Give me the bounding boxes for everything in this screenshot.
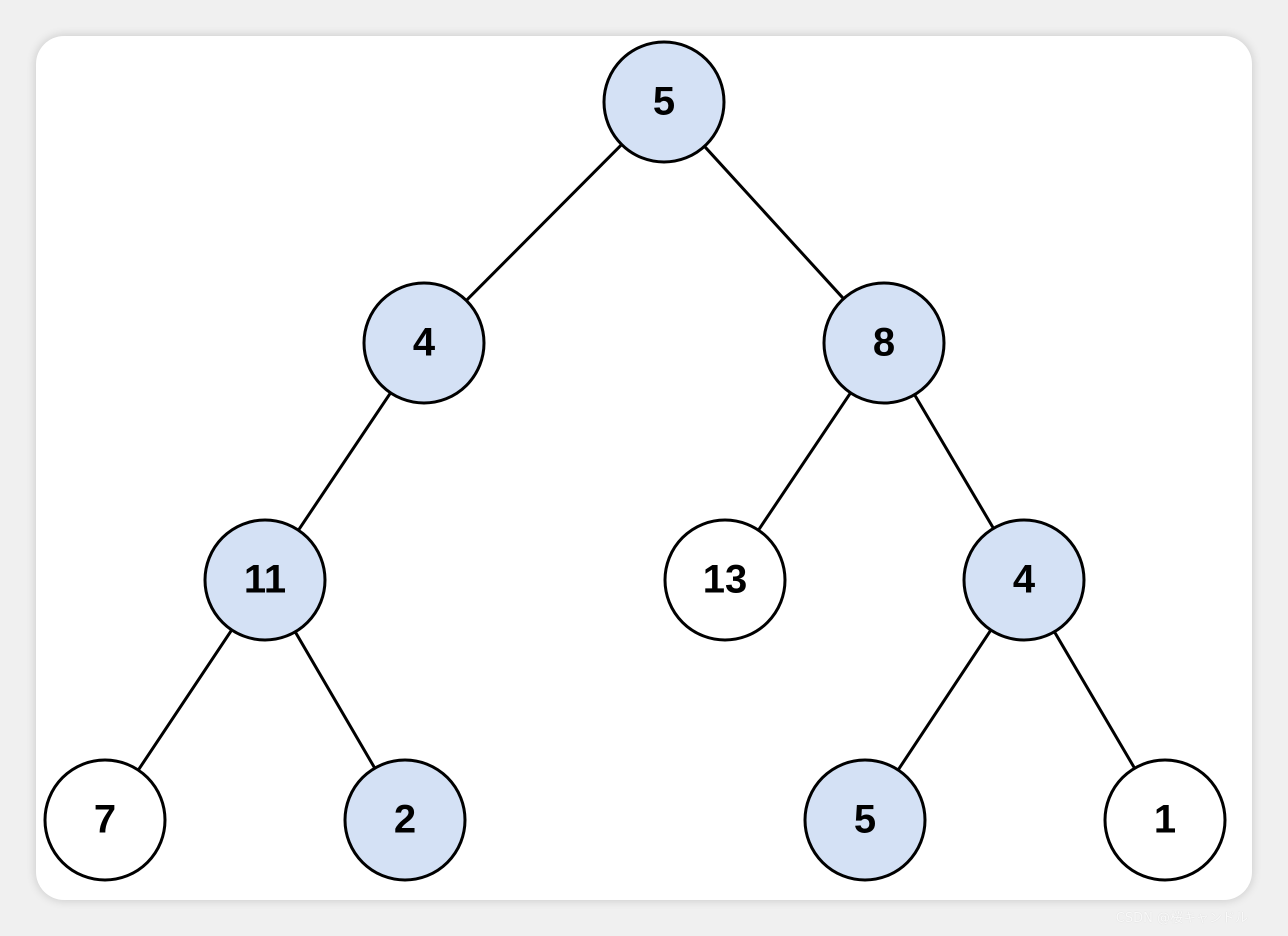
tree-edge-n1-n2 — [465, 143, 623, 302]
node-circle — [663, 518, 787, 642]
node-label: 13 — [703, 558, 748, 602]
tree-edge-n3-n6 — [913, 393, 995, 530]
tree-node-n1: 5 — [602, 40, 726, 164]
watermark-text: CSDN @桜キャンドル — [1115, 911, 1248, 926]
node-circle — [1103, 758, 1227, 882]
tree-node-n2: 4 — [362, 281, 486, 405]
node-circle — [803, 758, 927, 882]
tree-node-n10: 1 — [1103, 758, 1227, 882]
node-label: 5 — [854, 798, 876, 842]
binary-tree-diagram: 5 4 8 11 13 4 7 2 5 1 — [43, 40, 1227, 882]
tree-node-n7: 7 — [43, 758, 167, 882]
tree-edge-n6-n10 — [1053, 630, 1136, 770]
tree-edge-n3-n5 — [757, 391, 852, 532]
tree-edge-n6-n9 — [896, 629, 993, 771]
edge-layer — [137, 143, 1136, 771]
node-label: 7 — [94, 798, 116, 842]
node-label: 2 — [394, 798, 416, 842]
node-circle — [43, 758, 167, 882]
tree-node-n9: 5 — [803, 758, 927, 882]
tree-edge-n2-n4 — [297, 391, 392, 532]
node-circle — [962, 518, 1086, 642]
node-label: 4 — [413, 321, 436, 365]
diagram-card: 5 4 8 11 13 4 7 2 5 1 — [36, 36, 1252, 900]
tree-node-n8: 2 — [343, 758, 467, 882]
node-label: 5 — [653, 80, 675, 124]
node-circle — [343, 758, 467, 882]
tree-node-n3: 8 — [822, 281, 946, 405]
tree-node-n6: 4 — [962, 518, 1086, 642]
tree-node-n5: 13 — [663, 518, 787, 642]
node-label: 1 — [1154, 798, 1176, 842]
node-layer: 5 4 8 11 13 4 7 2 5 1 — [43, 40, 1227, 882]
node-label: 8 — [873, 321, 895, 365]
tree-edge-n4-n7 — [137, 629, 233, 771]
node-circle — [602, 40, 726, 164]
node-circle — [362, 281, 486, 405]
tree-node-n4: 11 — [203, 518, 327, 642]
tree-edge-n4-n8 — [293, 631, 377, 769]
node-circle — [203, 518, 327, 642]
node-circle — [822, 281, 946, 405]
node-label: 11 — [244, 558, 286, 602]
node-label: 4 — [1013, 558, 1036, 602]
tree-edge-n1-n3 — [703, 145, 845, 300]
